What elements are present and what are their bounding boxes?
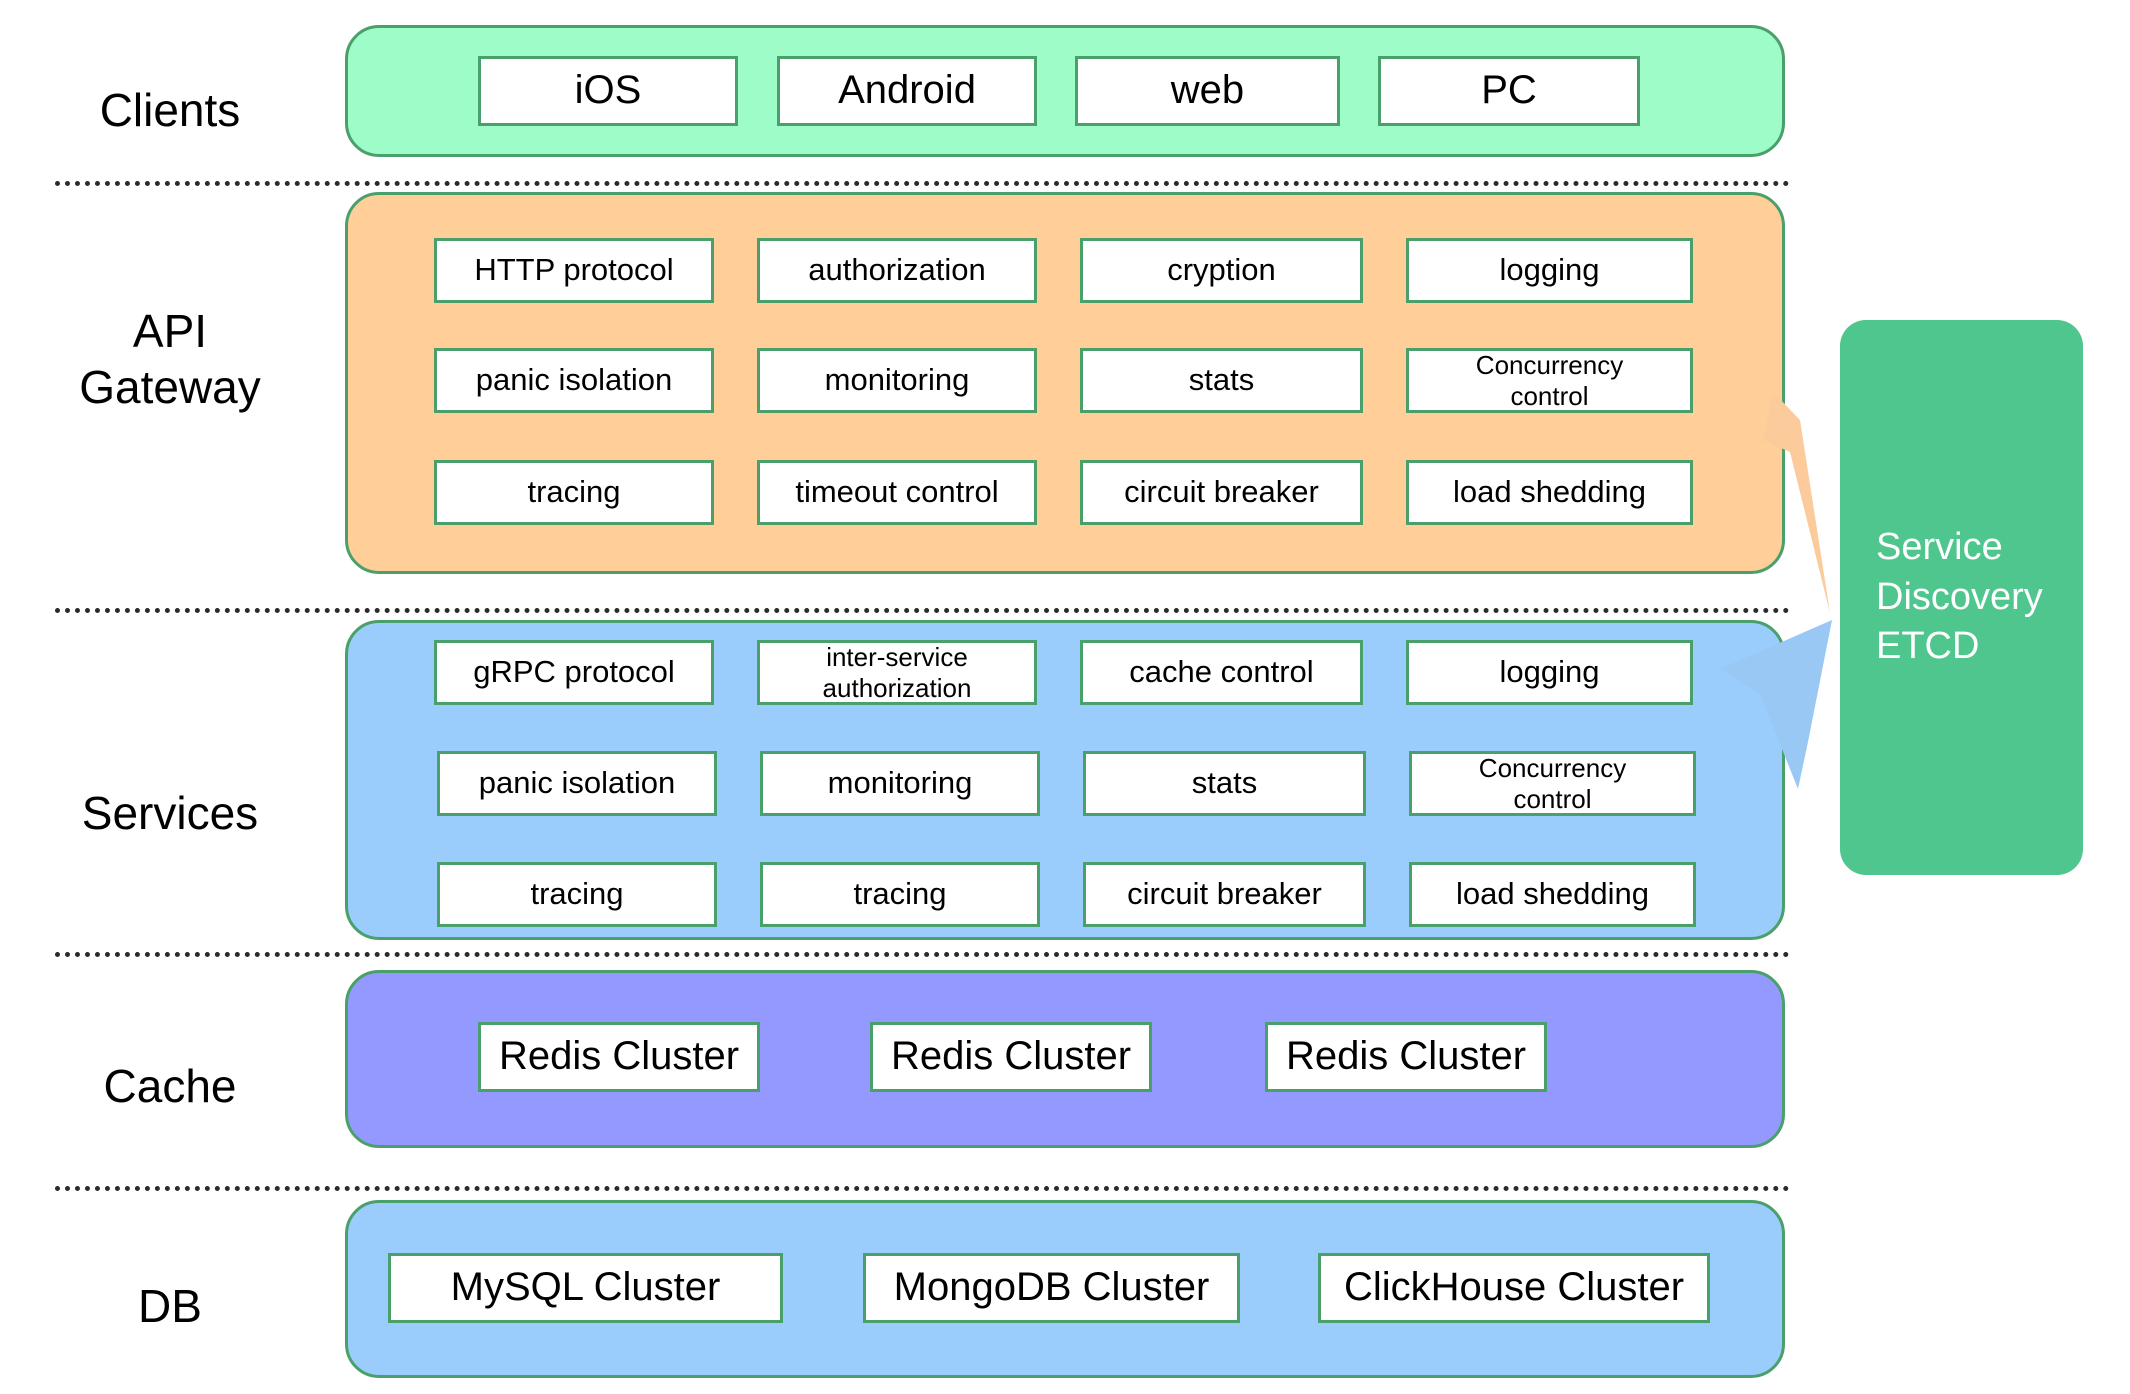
gateway-box-authorization[interactable]: authorization bbox=[757, 238, 1037, 303]
services-box-tracing-1[interactable]: tracing bbox=[437, 862, 717, 927]
services-box-tracing-2[interactable]: tracing bbox=[760, 862, 1040, 927]
row-label-clients: Clients bbox=[99, 84, 241, 136]
gateway-box-panic-isolation[interactable]: panic isolation bbox=[434, 348, 714, 413]
services-box-logging[interactable]: logging bbox=[1406, 640, 1693, 705]
gateway-box-concurrency-control[interactable]: Concurrency control bbox=[1406, 348, 1693, 413]
divider-clients-gateway bbox=[55, 181, 1790, 186]
services-box-grpc-protocol[interactable]: gRPC protocol bbox=[434, 640, 714, 705]
cache-box-redis-cluster-1[interactable]: Redis Cluster bbox=[478, 1022, 760, 1092]
client-box-pc[interactable]: PC bbox=[1378, 56, 1640, 126]
services-box-cache-control[interactable]: cache control bbox=[1080, 640, 1363, 705]
client-box-android[interactable]: Android bbox=[777, 56, 1037, 126]
gateway-box-monitoring[interactable]: monitoring bbox=[757, 348, 1037, 413]
services-box-inter-service-authorization[interactable]: inter-service authorization bbox=[757, 640, 1037, 705]
services-box-panic-isolation[interactable]: panic isolation bbox=[437, 751, 717, 816]
gateway-box-stats[interactable]: stats bbox=[1080, 348, 1363, 413]
db-box-mongodb-cluster[interactable]: MongoDB Cluster bbox=[863, 1253, 1240, 1323]
row-label-db: DB bbox=[138, 1280, 202, 1332]
client-box-ios[interactable]: iOS bbox=[478, 56, 738, 126]
services-box-load-shedding[interactable]: load shedding bbox=[1409, 862, 1696, 927]
gateway-box-logging[interactable]: logging bbox=[1406, 238, 1693, 303]
db-box-clickhouse-cluster[interactable]: ClickHouse Cluster bbox=[1318, 1253, 1710, 1323]
gateway-box-http-protocol[interactable]: HTTP protocol bbox=[434, 238, 714, 303]
gateway-box-circuit-breaker[interactable]: circuit breaker bbox=[1080, 460, 1363, 525]
cache-box-redis-cluster-2[interactable]: Redis Cluster bbox=[870, 1022, 1152, 1092]
service-discovery-etcd-block[interactable]: Service Discovery ETCD bbox=[1840, 320, 2083, 875]
db-box-mysql-cluster[interactable]: MySQL Cluster bbox=[388, 1253, 783, 1323]
row-label-services: Services bbox=[81, 787, 259, 839]
gateway-box-timeout-control[interactable]: timeout control bbox=[757, 460, 1037, 525]
services-box-stats[interactable]: stats bbox=[1083, 751, 1366, 816]
divider-gateway-services bbox=[55, 608, 1790, 613]
gateway-box-tracing[interactable]: tracing bbox=[434, 460, 714, 525]
gateway-box-cryption[interactable]: cryption bbox=[1080, 238, 1363, 303]
services-box-concurrency-control[interactable]: Concurrency control bbox=[1409, 751, 1696, 816]
client-box-web[interactable]: web bbox=[1075, 56, 1340, 126]
services-box-monitoring[interactable]: monitoring bbox=[760, 751, 1040, 816]
row-label-api-gateway: API Gateway bbox=[79, 305, 261, 414]
divider-cache-db bbox=[55, 1186, 1790, 1191]
gateway-box-load-shedding[interactable]: load shedding bbox=[1406, 460, 1693, 525]
cache-box-redis-cluster-3[interactable]: Redis Cluster bbox=[1265, 1022, 1547, 1092]
divider-services-cache bbox=[55, 952, 1790, 957]
services-box-circuit-breaker[interactable]: circuit breaker bbox=[1083, 862, 1366, 927]
row-label-cache: Cache bbox=[103, 1060, 237, 1112]
